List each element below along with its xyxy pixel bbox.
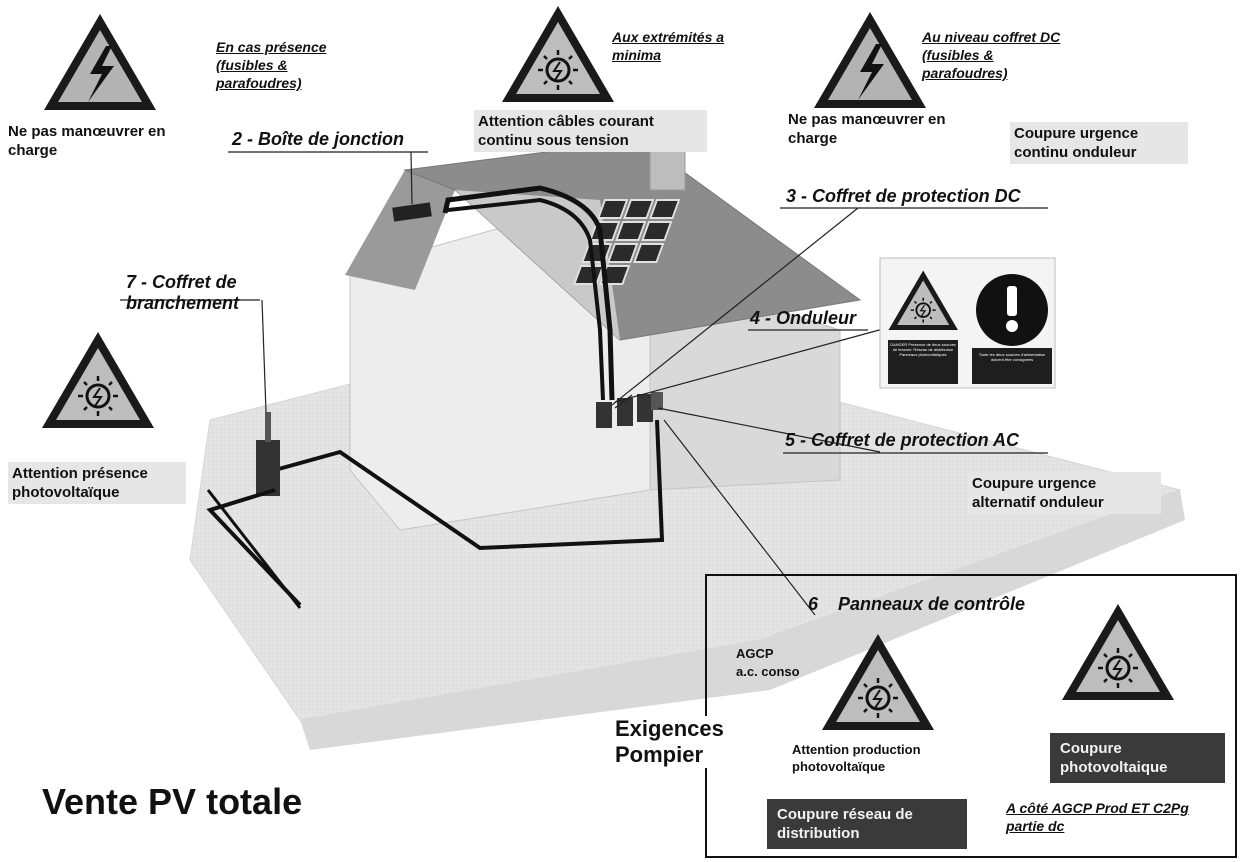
component-4-label: 4 - Onduleur bbox=[750, 308, 857, 328]
coupure-pv-box: Coupure photovoltaique bbox=[1050, 733, 1225, 783]
page-title: Vente PV totale bbox=[42, 781, 303, 822]
component-7-label: 7 - Coffret de branchement bbox=[126, 272, 240, 313]
attention-production-label: Attention production photovoltaïque bbox=[792, 742, 921, 774]
agcp-label: AGCP bbox=[736, 646, 774, 661]
component-6-number: 6 bbox=[808, 594, 819, 614]
coupure-reseau-box: Coupure réseau de distribution bbox=[767, 799, 967, 849]
note-top-left: En cas présence (fusibles & parafoudres) bbox=[216, 39, 327, 91]
note-top-right: Au niveau coffret DC (fusibles & parafou… bbox=[922, 29, 1061, 81]
cut-dc-label: Coupure urgence continu onduleur bbox=[1010, 122, 1188, 164]
warning-label-right: Ne pas manœuvrer en charge bbox=[788, 111, 946, 147]
note-top-middle: Aux extrémités a minima bbox=[612, 29, 725, 63]
pv-warning-label: Attention présence photovoltaïque bbox=[8, 462, 186, 504]
exigences-pompier-label: Exigences Pompier bbox=[615, 716, 785, 768]
warning-label-middle: Attention câbles courant continu sous te… bbox=[474, 110, 707, 152]
sign-danger-text: DANGER Présence de deux sources de tensi… bbox=[890, 342, 956, 357]
cut-ac-label: Coupure urgence alternatif onduleur bbox=[968, 472, 1161, 514]
agcp-sub-label: a.c. conso bbox=[736, 664, 800, 679]
component-3-label: 3 - Coffret de protection DC bbox=[786, 186, 1021, 206]
component-5-label: 5 - Coffret de protection AC bbox=[785, 430, 1020, 450]
component-6-label: Panneaux de contrôle bbox=[838, 594, 1026, 614]
warning-label-left: Ne pas manœuvrer en charge bbox=[8, 123, 166, 159]
component-2-label: 2 - Boîte de jonction bbox=[232, 129, 405, 149]
sign-info-text: Toute les deux sources d'alimentation do… bbox=[978, 352, 1046, 362]
note-bottom-right: A côté AGCP Prod ET C2Pg partie dc bbox=[1006, 800, 1189, 834]
